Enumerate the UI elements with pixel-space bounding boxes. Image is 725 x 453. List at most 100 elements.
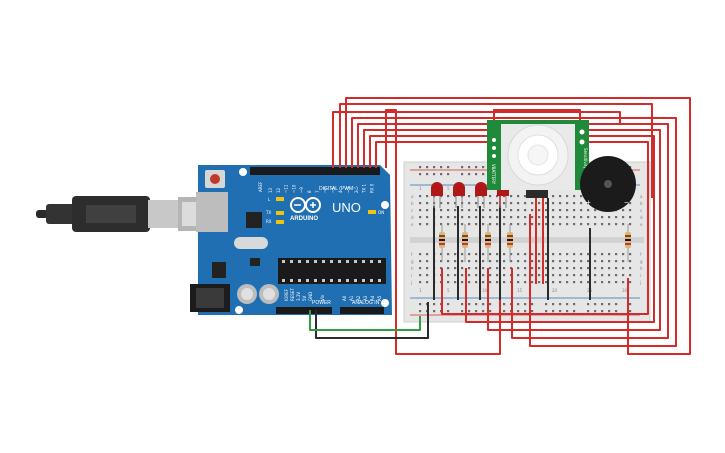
breadboard-hole (622, 260, 625, 263)
breadboard-hole (475, 253, 478, 256)
breadboard-hole (594, 310, 597, 313)
breadboard-hole (559, 223, 562, 226)
breadboard-hole (510, 223, 513, 226)
breadboard-hole (503, 260, 506, 263)
breadboard-hole (545, 223, 548, 226)
breadboard-hole (545, 260, 548, 263)
breadboard-hole (580, 274, 583, 277)
breadboard-hole (517, 202, 520, 205)
breadboard-hole (503, 209, 506, 212)
breadboard-hole (489, 209, 492, 212)
breadboard-hole (622, 216, 625, 219)
breadboard-hole (580, 281, 583, 284)
buzzer-minus-label: − (624, 198, 629, 207)
column-number: 1 (419, 288, 422, 293)
breadboard-hole (447, 260, 450, 263)
breadboard-hole (426, 209, 429, 212)
breadboard-hole (440, 173, 443, 176)
breadboard-hole (573, 253, 576, 256)
row-letter: f (411, 252, 413, 257)
digital-pin-label: ~3 (346, 187, 351, 193)
breadboard-hole (587, 281, 590, 284)
usb-port (196, 192, 228, 232)
breadboard-hole (608, 253, 611, 256)
breadboard-hole (426, 223, 429, 226)
breadboard-hole (524, 216, 527, 219)
breadboard-hole (517, 195, 520, 198)
breadboard-hole (475, 173, 478, 176)
breadboard-hole (461, 267, 464, 270)
breadboard-hole (468, 173, 471, 176)
breadboard-hole (524, 223, 527, 226)
breadboard-hole (419, 223, 422, 226)
breadboard-hole (531, 216, 534, 219)
column-number: 5 (447, 186, 450, 191)
potentiometer-icon[interactable] (579, 129, 585, 135)
breadboard-hole (440, 260, 443, 263)
breadboard-hole (531, 253, 534, 256)
breadboard-hole (608, 310, 611, 313)
breadboard-hole (440, 195, 443, 198)
row-letter: d (640, 215, 643, 220)
row-letter: f (640, 252, 642, 257)
row-letter: e (640, 222, 643, 227)
breadboard-hole (447, 310, 450, 313)
breadboard-hole (538, 274, 541, 277)
red-led (475, 182, 487, 208)
breadboard-hole (517, 267, 520, 270)
breadboard-hole (489, 274, 492, 277)
digital-label: DIGITAL (PWM~) (319, 186, 358, 192)
digital-pin-label: ~6 (323, 187, 328, 193)
breadboard-hole (475, 281, 478, 284)
breadboard-hole (524, 274, 527, 277)
breadboard-hole (629, 216, 632, 219)
row-letter: g (411, 259, 414, 264)
breadboard-hole (447, 216, 450, 219)
potentiometer-icon[interactable] (579, 139, 585, 145)
breadboard-hole (489, 267, 492, 270)
breadboard-hole (517, 216, 520, 219)
row-letter: i (411, 273, 412, 278)
breadboard-hole (594, 216, 597, 219)
breadboard-hole (496, 281, 499, 284)
breadboard-hole (615, 216, 618, 219)
breadboard-hole (545, 253, 548, 256)
breadboard-hole (454, 260, 457, 263)
breadboard-hole (601, 260, 604, 263)
breadboard-hole (503, 281, 506, 284)
breadboard-hole (461, 253, 464, 256)
buzzer-plus-label: + (586, 198, 591, 207)
breadboard-hole (594, 303, 597, 306)
breadboard-hole (475, 223, 478, 226)
breadboard-hole (615, 274, 618, 277)
breadboard-hole (517, 281, 520, 284)
breadboard-hole (475, 310, 478, 313)
breadboard-hole (468, 310, 471, 313)
analog-pin-label: A3 (363, 295, 368, 301)
breadboard-hole (426, 267, 429, 270)
breadboard-hole (545, 281, 548, 284)
breadboard-hole (594, 260, 597, 263)
breadboard-hole (524, 310, 527, 313)
wire-red (351, 117, 677, 347)
breadboard-hole (559, 260, 562, 263)
breadboard-hole (629, 223, 632, 226)
wire-red (363, 129, 661, 331)
breadboard-hole (475, 216, 478, 219)
digital-pin-label: TX 1 (362, 184, 367, 194)
breadboard-hole (461, 260, 464, 263)
column-number: 10 (482, 288, 488, 293)
breadboard-hole (573, 310, 576, 313)
row-letter: a (411, 194, 414, 199)
breadboard-hole (573, 267, 576, 270)
analog-pin-label: A4 (370, 295, 375, 301)
breadboard-hole (559, 202, 562, 205)
breadboard-hole (461, 209, 464, 212)
breadboard-hole (419, 202, 422, 205)
breadboard-hole (503, 216, 506, 219)
digital-pin-label: RX 0 (369, 183, 374, 193)
breadboard-hole (503, 303, 506, 306)
breadboard-hole (573, 209, 576, 212)
breadboard-hole (496, 223, 499, 226)
breadboard-hole (503, 253, 506, 256)
